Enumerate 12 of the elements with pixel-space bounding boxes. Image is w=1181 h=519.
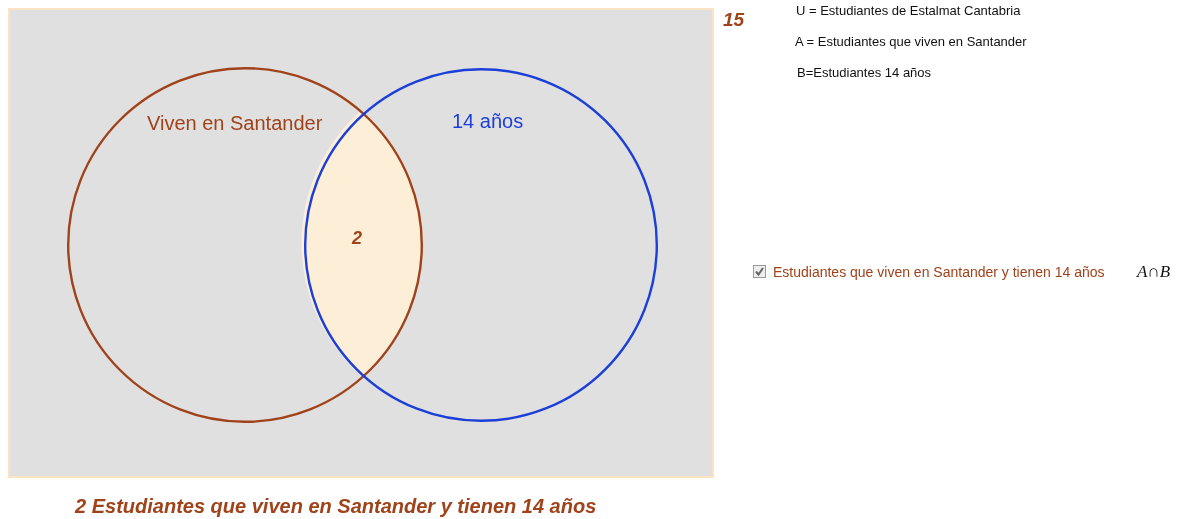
formula-text: A∩B [1137, 262, 1171, 282]
caption: 2 Estudiantes que viven en Santander y tienen 14 años [75, 495, 597, 518]
definition-text: U = Estudiantes de Estalmat Cantabria [796, 3, 1021, 18]
count-label: 2 [352, 228, 362, 249]
count-label: 15 [723, 9, 745, 31]
definition-text: A = Estudiantes que viven en Santander [795, 34, 1027, 49]
checkbox-label: Estudiantes que viven en Santander y tienen 14 años [773, 264, 1105, 280]
set-label: Viven en Santander [147, 112, 323, 135]
universe-rectangle [8, 8, 714, 478]
set-label: 14 años [452, 110, 524, 133]
definition-text: B=Estudiantes 14 años [797, 65, 932, 80]
set-circle [67, 67, 423, 423]
